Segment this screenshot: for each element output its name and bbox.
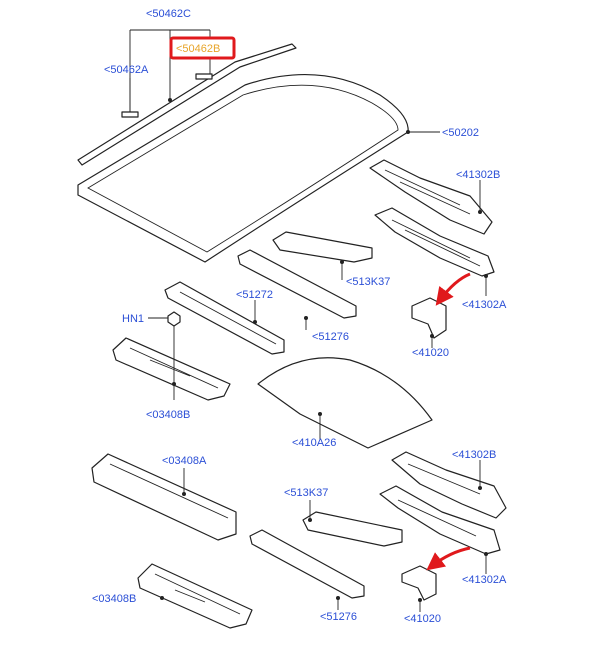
roof-bow-front-lower[interactable] xyxy=(302,511,403,547)
roof-moulding[interactable] xyxy=(77,43,297,166)
callout-41020-bottom[interactable]: <41020 xyxy=(404,613,441,625)
callout-41302A-top[interactable]: <41302A xyxy=(462,299,507,311)
hn1-nut[interactable] xyxy=(167,311,181,327)
reinforcement-front[interactable] xyxy=(91,453,237,541)
callout-513K37-top[interactable]: <513K37 xyxy=(346,276,390,288)
highlight-box xyxy=(169,36,236,60)
callout-51272[interactable]: <51272 xyxy=(236,289,273,301)
callout-41302B-bottom[interactable]: <41302B xyxy=(452,449,496,461)
indicator-arrow-lower xyxy=(426,546,471,571)
roof-bow-front-upper[interactable] xyxy=(272,231,373,263)
indicator-arrow-upper xyxy=(435,272,471,306)
roof-rail-upper-a[interactable] xyxy=(374,207,495,277)
callout-50462A[interactable]: <50462A xyxy=(104,64,149,76)
roof-bow-center[interactable] xyxy=(164,281,285,355)
roof-bow-rear-upper[interactable] xyxy=(237,249,357,319)
callout-41020-top[interactable]: <41020 xyxy=(412,347,449,359)
headliner-panel[interactable] xyxy=(257,357,433,449)
callout-51276-top[interactable]: <51276 xyxy=(312,331,349,343)
callout-50462C[interactable]: <50462C xyxy=(146,8,191,20)
callout-41302B-top[interactable]: <41302B xyxy=(456,169,500,181)
callout-03408A[interactable]: <03408A xyxy=(162,455,207,467)
callout-41302A-bottom[interactable]: <41302A xyxy=(462,574,507,586)
roof-rail-lower-b[interactable] xyxy=(391,451,507,519)
bracket-upper[interactable] xyxy=(411,297,447,339)
callout-HN1[interactable]: HN1 xyxy=(122,313,144,325)
callout-50202[interactable]: <50202 xyxy=(442,127,479,139)
callout-03408B-bottom[interactable]: <03408B xyxy=(92,593,136,605)
roof-bow-rear-lower[interactable] xyxy=(249,529,365,599)
callout-51276-bottom[interactable]: <51276 xyxy=(320,611,357,623)
callout-513K37-bottom[interactable]: <513K37 xyxy=(284,487,328,499)
bracket-lower[interactable] xyxy=(401,565,437,601)
callout-410A26[interactable]: <410A26 xyxy=(292,437,336,449)
moulding-clip-a[interactable] xyxy=(121,111,139,118)
callout-03408B-top[interactable]: <03408B xyxy=(146,409,190,421)
reinforcement-upper[interactable] xyxy=(112,337,231,401)
roof-rail-upper-b[interactable] xyxy=(369,159,493,235)
moulding-clip-b[interactable] xyxy=(195,73,213,80)
callout-labels: <50462C <50462B <50462A <50202 <41302B <… xyxy=(92,8,507,625)
roof-rail-lower-a[interactable] xyxy=(379,485,501,555)
callout-50462B[interactable]: <50462B xyxy=(176,43,220,55)
roof-panel[interactable] xyxy=(77,74,409,263)
reinforcement-lower[interactable] xyxy=(137,563,253,629)
leader-lines xyxy=(129,29,488,612)
